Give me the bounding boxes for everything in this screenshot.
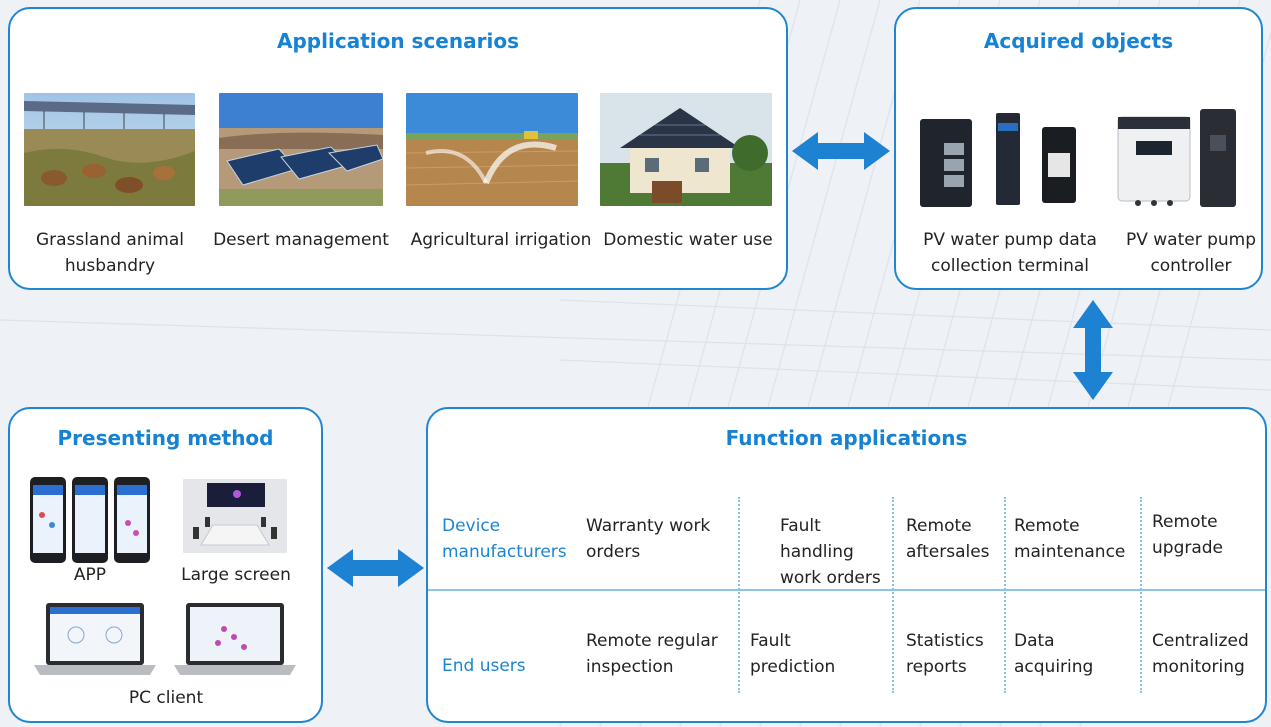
row-divider [428,589,1265,591]
irrigation-photo [406,93,578,206]
presenting-method-title: Presenting method [57,426,274,450]
caption-pc-client: PC client [128,688,204,708]
caption-irrigation: Agricultural irrigation [410,230,592,250]
column-separator [1140,497,1142,693]
caption-grassland: Grassland animal husbandry [35,230,185,276]
cell-fault-handling-work-orders: Fault handling work orders [780,516,881,588]
application-scenarios-panel: Application scenarios [8,7,788,290]
large-screen-image [183,479,287,553]
double-arrow-scenarios-objects [792,132,890,170]
cell-fault-prediction: Fault prediction [750,631,836,677]
column-separator [1004,497,1006,693]
double-arrow-presenting-functions [327,549,424,587]
presenting-method-panel: Presenting method APP Large screen [8,407,323,723]
pump-controller-photo [1114,107,1240,211]
app-phones-image [24,475,154,565]
caption-domestic: Domestic water use [603,230,773,250]
function-applications-panel: Function applications Device manufacture… [426,407,1267,723]
cell-data-acquiring: Data acquiring [1014,631,1094,677]
row-label-device-manufacturers: Device manufacturers [442,516,567,562]
cell-statistics-reports: Statistics reports [906,631,984,677]
application-scenarios-title: Application scenarios [277,29,519,53]
acquired-objects-panel: Acquired objects PV water pump data coll… [894,7,1263,290]
row-label-end-users: End users [442,656,526,676]
cell-remote-regular-inspection: Remote regular inspection [586,631,718,677]
column-separator [738,497,740,693]
domestic-house-photo [600,93,772,206]
cell-remote-maintenance: Remote maintenance [1014,516,1126,562]
caption-app: APP [73,565,107,585]
caption-data-collection-terminal: PV water pump data collection terminal [923,230,1097,276]
cell-remote-upgrade: Remote upgrade [1152,512,1224,558]
cell-remote-aftersales: Remote aftersales [906,516,990,562]
column-separator [892,497,894,693]
pc-client-laptops-image [34,599,298,679]
cell-centralized-monitoring: Centralized monitoring [1152,631,1249,677]
caption-pump-controller: PV water pump controller [1125,230,1257,276]
acquired-objects-title: Acquired objects [983,29,1174,53]
caption-large-screen: Large screen [181,565,291,585]
cell-warranty-work-orders: Warranty work orders [586,516,711,562]
double-arrow-objects-functions [1073,300,1113,400]
data-collection-terminal-photo [914,109,1084,209]
function-applications-title: Function applications [725,426,968,450]
grassland-photo [24,93,195,206]
caption-desert: Desert management [213,230,389,250]
desert-photo [219,93,383,206]
